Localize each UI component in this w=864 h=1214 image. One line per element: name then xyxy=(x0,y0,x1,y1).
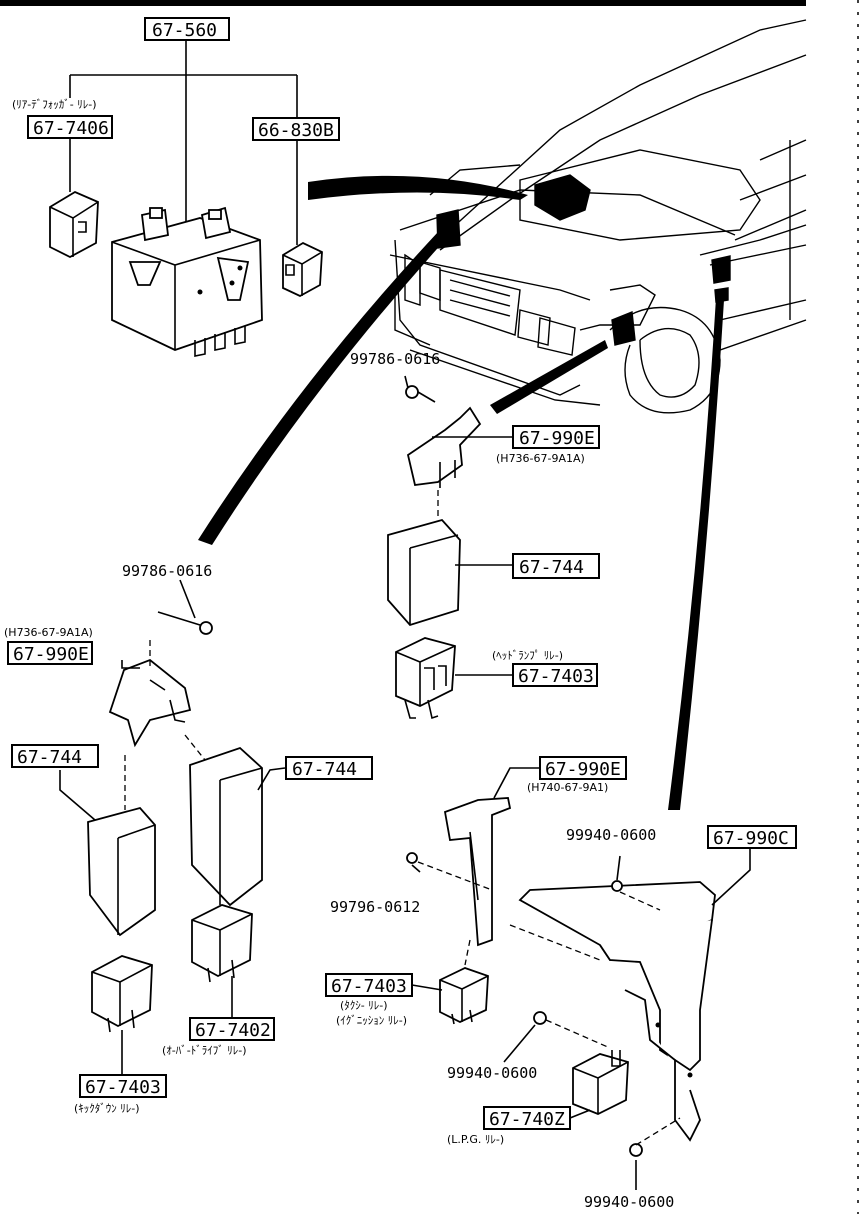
overdrive-relay-drawing xyxy=(191,904,253,983)
label-67-744-left-b: 67-744 xyxy=(285,756,373,780)
vehicle-front-illustration xyxy=(389,19,807,414)
note-h740: (H740-67-9A1) xyxy=(527,781,608,794)
label-99786-0616-left: 99786-0616 xyxy=(122,562,212,580)
note-headlamp: (ﾍｯﾄﾞﾗﾝﾌﾟ ﾘﾚ-) xyxy=(492,649,563,662)
note-kickdown: (ｷｯｸﾀﾞｳﾝ ﾘﾚ-) xyxy=(74,1102,140,1115)
label-leaders xyxy=(59,375,751,1190)
bracket-upper-drawing xyxy=(405,385,482,520)
lpg-relay-drawing xyxy=(572,1050,629,1115)
label-67-740z: 67-740Z xyxy=(483,1106,571,1130)
bracket-left-drawing xyxy=(108,611,213,810)
cover-left-b-drawing xyxy=(189,746,263,907)
label-67-990e-upper: 67-990E xyxy=(512,425,600,449)
rear-defogger-relay-drawing xyxy=(49,190,99,259)
label-67-740z-text: 67-740Z xyxy=(489,1109,565,1130)
top-border-bar xyxy=(0,0,806,6)
label-67-560: 67-560 xyxy=(144,17,230,41)
pointer-arrow-middle xyxy=(490,340,608,414)
cover-left-a-drawing xyxy=(87,806,156,937)
label-99940-0600-bottom: 99940-0600 xyxy=(584,1193,674,1211)
cover-upper-drawing xyxy=(387,518,461,627)
bracket-right-drawing xyxy=(443,797,512,966)
label-67-990e-right: 67-990E xyxy=(539,756,627,780)
fasteners-right xyxy=(406,852,681,1157)
pointer-arrow-top xyxy=(308,175,528,200)
label-66-830b-text: 66-830B xyxy=(258,120,334,141)
note-h736-left: (H736-67-9A1A) xyxy=(4,626,93,639)
label-67-7406-text: 67-7406 xyxy=(33,118,109,139)
taxi-relay-drawing xyxy=(439,967,489,1025)
label-67-990c: 67-990C xyxy=(707,825,797,849)
label-67-990e-right-text: 67-990E xyxy=(545,759,621,780)
label-67-744-upper-text: 67-744 xyxy=(519,557,584,578)
label-99786-0616-upper: 99786-0616 xyxy=(350,350,440,368)
label-67-744-left-b-text: 67-744 xyxy=(292,759,357,780)
label-67-7402: 67-7402 xyxy=(189,1017,275,1041)
label-67-7403-kickdown: 67-7403 xyxy=(79,1074,167,1098)
note-taxi: (ﾀｸｼ- ﾘﾚ-) xyxy=(340,999,388,1012)
headlamp-relay-drawing xyxy=(395,637,456,720)
label-67-7403-headlamp: 67-7403 xyxy=(512,663,598,687)
note-ignition: (ｲｸﾞﾆｯｼｮﾝ ﾘﾚ-) xyxy=(336,1014,407,1027)
label-67-7403-taxi: 67-7403 xyxy=(325,973,413,997)
label-99940-0600-mid: 99940-0600 xyxy=(447,1064,537,1082)
main-relay-block xyxy=(111,206,263,357)
label-67-990c-text: 67-990C xyxy=(713,828,789,849)
label-67-990e-left: 67-990E xyxy=(7,641,93,665)
note-overdrive: (ｵ-ﾊﾞ-ﾄﾞﾗｲﾌﾞ ﾘﾚ-) xyxy=(162,1044,247,1057)
bracket-c-drawing xyxy=(509,881,716,1142)
label-67-990e-upper-text: 67-990E xyxy=(519,428,595,449)
label-67-7403-taxi-text: 67-7403 xyxy=(331,976,407,997)
note-lpg: (L.P.G. ﾘﾚ-) xyxy=(447,1133,504,1146)
pointer-arrow-left xyxy=(198,232,445,545)
label-99796-0612: 99796-0612 xyxy=(330,898,420,916)
label-67-990e-left-text: 67-990E xyxy=(13,644,89,665)
label-67-744-upper: 67-744 xyxy=(512,553,600,579)
label-67-560-text: 67-560 xyxy=(152,20,217,41)
note-rear-defogger: (ﾘｱ-ﾃﾞﾌｫｯｶﾞ- ﾘﾚ-) xyxy=(12,98,97,111)
label-67-7403-headlamp-text: 67-7403 xyxy=(518,666,594,687)
note-h736-upper: (H736-67-9A1A) xyxy=(496,452,585,465)
label-99940-0600-top: 99940-0600 xyxy=(566,826,656,844)
leader-lines-top xyxy=(69,40,298,245)
relay-66-830b-drawing xyxy=(282,241,323,298)
label-67-7402-text: 67-7402 xyxy=(195,1020,271,1041)
label-67-7403-kickdown-text: 67-7403 xyxy=(85,1077,161,1098)
label-67-7406: 67-7406 xyxy=(27,115,113,139)
label-66-830b: 66-830B xyxy=(252,117,340,141)
label-67-744-left-a: 67-744 xyxy=(11,744,99,768)
label-67-744-left-a-text: 67-744 xyxy=(17,747,82,768)
kickdown-relay-drawing xyxy=(91,955,153,1033)
pointer-arrow-right xyxy=(668,298,724,810)
